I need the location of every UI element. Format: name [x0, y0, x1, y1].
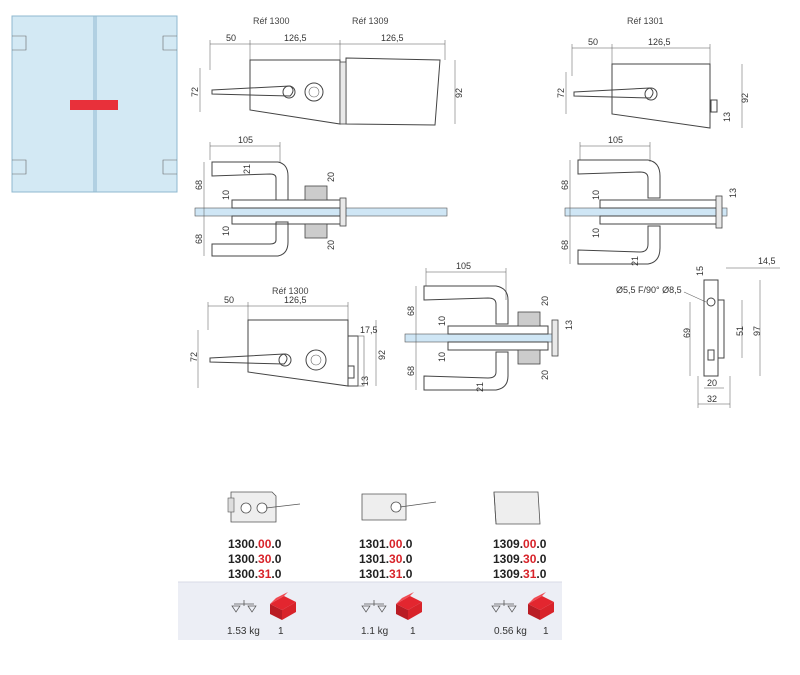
code-1300-30: 1300.30.0: [228, 552, 282, 566]
scale-icon: [491, 600, 517, 613]
dim-21: 21: [242, 164, 252, 174]
dim-92: 92: [377, 350, 387, 360]
dim-68: 68: [560, 240, 570, 250]
dim-68: 68: [560, 180, 570, 190]
qty-1301: 1: [410, 626, 416, 637]
dim-69: 69: [682, 328, 692, 338]
dim-72: 72: [189, 352, 199, 362]
dim-10: 10: [437, 316, 447, 326]
drawing-strike-plate: 14,5 15 Ø5,5 F/90° Ø8,5 69 51 97 20 32: [616, 256, 780, 408]
dim-105: 105: [238, 135, 253, 145]
code-1309-00: 1309.00.0: [493, 537, 547, 551]
dim-68: 68: [194, 180, 204, 190]
dim-126-5: 126,5: [648, 37, 671, 47]
ref-1309-top: Réf 1309: [352, 16, 389, 26]
product-panel: 1300.00.0 1300.30.0 1300.31.0 1301.00.0 …: [178, 464, 562, 640]
code-1301-00: 1301.00.0: [359, 537, 413, 551]
dim-97: 97: [752, 326, 762, 336]
weight-1301: 1.1 kg: [361, 626, 388, 637]
dim-14-5: 14,5: [758, 256, 776, 266]
dim-92: 92: [740, 93, 750, 103]
scale-icon: [361, 600, 387, 613]
qty-1309: 1: [543, 626, 549, 637]
code-1300-00: 1300.00.0: [228, 537, 282, 551]
dim-126-5: 126,5: [381, 33, 404, 43]
dim-13: 13: [728, 188, 738, 198]
ref-1300-top: Réf 1300: [253, 16, 290, 26]
code-1309-30: 1309.30.0: [493, 552, 547, 566]
dim-32: 32: [707, 394, 717, 404]
dim-50: 50: [588, 37, 598, 47]
dim-68: 68: [406, 366, 416, 376]
drawing-1300-1309-plan: Réf 1300 Réf 1309 50 126,5 126,5 72 92: [190, 16, 464, 126]
product-1300-icon: [227, 491, 301, 523]
dim-50: 50: [224, 295, 234, 305]
dim-92: 92: [454, 88, 464, 98]
code-1309-31: 1309.31.0: [493, 567, 547, 581]
hole-spec: Ø5,5 F/90° Ø8,5: [616, 285, 682, 295]
dim-20: 20: [707, 378, 717, 388]
dim-20: 20: [326, 240, 336, 250]
product-1301-icon: [361, 493, 437, 521]
drawing-1300-elevation-bottom: 105 68 10 10 68 20 20 13 21: [404, 261, 574, 392]
dim-13: 13: [564, 320, 574, 330]
dim-105: 105: [456, 261, 471, 271]
code-1300-31: 1300.31.0: [228, 567, 282, 581]
dim-10: 10: [591, 190, 601, 200]
drawing-1301-plan: Réf 1301 50 126,5 72 92 13: [556, 16, 750, 129]
drawing-1301-elevation: 105 68 10 10 68 21 13: [560, 135, 738, 266]
scale-icon: [231, 600, 257, 613]
weight-1309: 0.56 kg: [494, 626, 527, 637]
dim-10: 10: [221, 226, 231, 236]
dim-10: 10: [221, 190, 231, 200]
ref-1301-top: Réf 1301: [627, 16, 664, 26]
drawing-1300-plan-bottom: Réf 1300 50 126,5 72 92 17,5 13: [189, 286, 387, 388]
product-1309-icon: [493, 491, 541, 525]
dim-72: 72: [556, 88, 566, 98]
dim-126-5: 126,5: [284, 33, 307, 43]
dim-20: 20: [540, 296, 550, 306]
dim-13: 13: [722, 112, 732, 122]
drawing-1300-1309-elevation: 105 21 68 10 10 68 20 20: [194, 135, 448, 257]
box-icon: [528, 592, 554, 620]
dim-10: 10: [591, 228, 601, 238]
code-1301-31: 1301.31.0: [359, 567, 413, 581]
dim-21: 21: [630, 256, 640, 266]
dim-68: 68: [194, 234, 204, 244]
dim-21: 21: [475, 382, 485, 392]
dim-51: 51: [735, 326, 745, 336]
dim-68: 68: [406, 306, 416, 316]
dim-72: 72: [190, 87, 200, 97]
box-icon: [270, 592, 296, 620]
dim-105: 105: [608, 135, 623, 145]
lock-marker: [70, 100, 118, 110]
dim-15: 15: [695, 266, 705, 276]
door-thumbnail: [11, 15, 178, 193]
dim-10: 10: [437, 352, 447, 362]
weight-1300: 1.53 kg: [227, 626, 260, 637]
dim-20: 20: [326, 172, 336, 182]
ref-1300-bottom: Réf 1300: [272, 286, 309, 296]
dim-17-5: 17,5: [360, 325, 378, 335]
dim-50: 50: [226, 33, 236, 43]
dim-126-5: 126,5: [284, 295, 307, 305]
box-icon: [396, 592, 422, 620]
dim-20: 20: [540, 370, 550, 380]
qty-1300: 1: [278, 626, 284, 637]
code-1301-30: 1301.30.0: [359, 552, 413, 566]
dim-13: 13: [360, 376, 370, 386]
